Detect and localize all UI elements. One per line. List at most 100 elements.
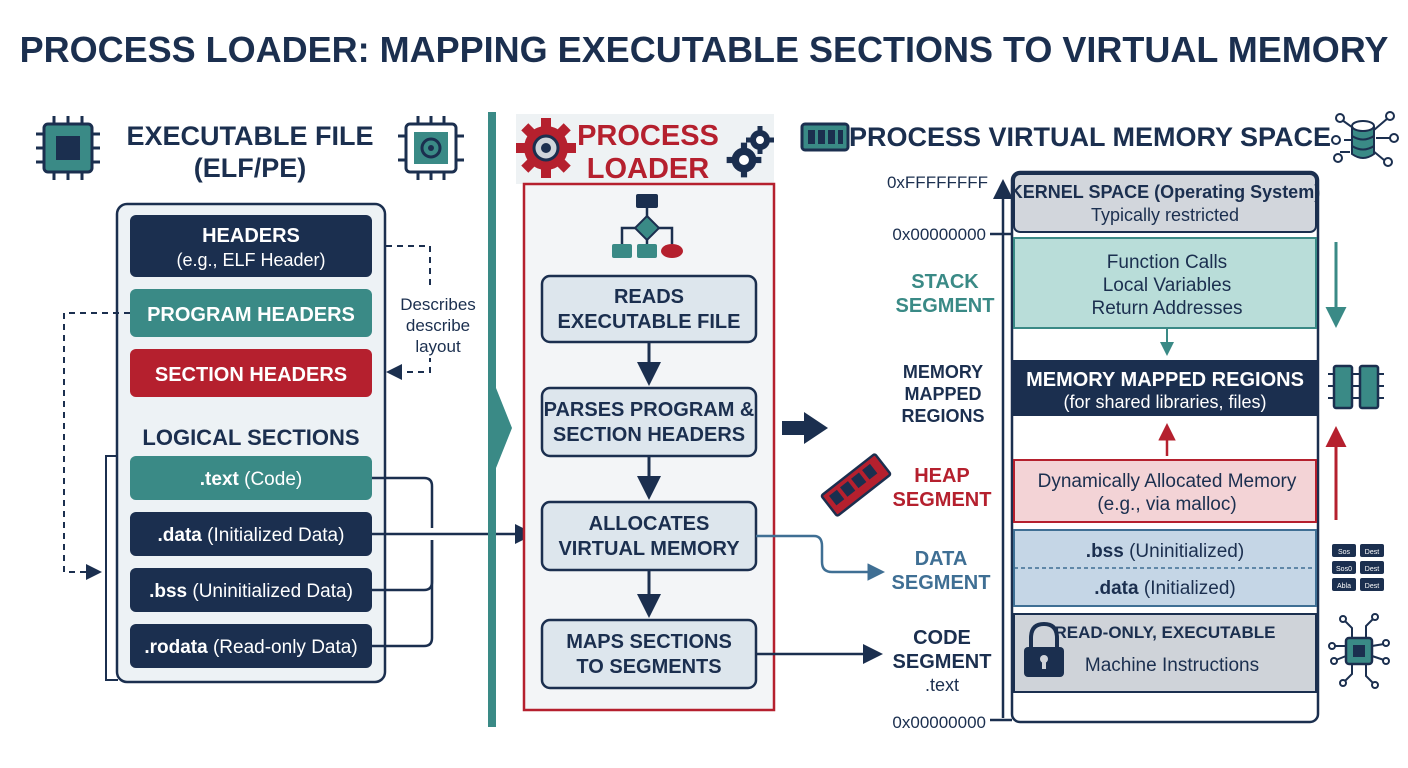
mini-label-3b: Dest	[1365, 583, 1379, 590]
divider-arrowhead	[496, 388, 512, 468]
sections-to-loader-connectors	[372, 476, 535, 648]
section-bss-desc: (Uninitialized Data)	[187, 581, 353, 602]
step-allocates-line1: ALLOCATES	[589, 513, 710, 535]
kernel-space-title: KERNEL SPACE (Operating System)	[1010, 182, 1320, 202]
loader-title-line1: PROCESS	[577, 120, 719, 152]
section-rodata-label: .rodata (Read-only Data)	[144, 637, 357, 658]
section-headers-box	[130, 349, 372, 397]
section-data-name: .data	[158, 525, 203, 546]
address-top: 0xFFFFFFFF	[887, 173, 988, 192]
stack-label-line1: STACK	[911, 271, 979, 293]
describes-connector	[386, 245, 431, 380]
code-segment-subtitle: Machine Instructions	[1085, 655, 1259, 676]
section-rodata-name: .rodata	[144, 637, 208, 658]
loader-to-memory-arrow	[782, 412, 828, 444]
section-text-desc: (Code)	[239, 469, 302, 490]
stack-label-line2: SEGMENT	[896, 295, 995, 317]
right-title: PROCESS VIRTUAL MEMORY SPACE	[849, 122, 1331, 152]
section-rodata-desc: (Read-only Data)	[208, 637, 358, 658]
section-box-text	[130, 456, 372, 500]
mini-label-1a: Sos	[1338, 549, 1351, 556]
code-segment-title: READ-ONLY, EXECUTABLE	[1054, 623, 1275, 642]
left-title-line2: (ELF/PE)	[194, 153, 307, 183]
flowchart-icon	[612, 194, 683, 258]
step-allocates-line2: VIRTUAL MEMORY	[558, 538, 740, 560]
code-label-line3: .text	[925, 675, 959, 695]
bss-name: .bss	[1086, 541, 1124, 562]
section-text-name: .text	[200, 469, 240, 490]
column-divider	[488, 112, 496, 727]
mmap-label-line1: MEMORY	[903, 362, 983, 382]
code-label-line1: CODE	[913, 627, 971, 649]
section-data-desc: (Initialized Data)	[202, 525, 345, 546]
stack-region	[1013, 237, 1317, 329]
binary-data-icon: Sos Dest Sos0 Dest Abla Dest	[1332, 544, 1384, 591]
code-segment-region	[1013, 613, 1317, 693]
program-headers-label: PROGRAM HEADERS	[147, 304, 355, 326]
section-box-bss	[130, 568, 372, 612]
ram-stick-icon	[820, 453, 892, 517]
step-maps-line2: TO SEGMENTS	[576, 656, 721, 678]
gear-chip-icon	[398, 116, 464, 180]
kernel-space-subtitle: Typically restricted	[1091, 205, 1239, 225]
heap-label-line2: SEGMENT	[893, 489, 992, 511]
page-title: PROCESS LOADER: MAPPING EXECUTABLE SECTI…	[20, 29, 1389, 70]
section-bss-name: .bss	[149, 581, 187, 602]
logical-sections-heading: LOGICAL SECTIONS	[142, 425, 359, 450]
gears-icon	[516, 118, 774, 178]
step-parses-line2: SECTION HEADERS	[553, 424, 745, 446]
memory-mapped-title: MEMORY MAPPED REGIONS	[1026, 369, 1304, 391]
memory-module-icon	[800, 122, 850, 152]
address-bottom: 0x00000000	[892, 713, 986, 732]
heap-line2: (e.g., via malloc)	[1097, 494, 1236, 515]
section-text-label: .text (Code)	[200, 469, 302, 490]
step-reads-line2: EXECUTABLE FILE	[558, 311, 741, 333]
left-title-line1: EXECUTABLE FILE	[126, 121, 373, 151]
stack-line2: Local Variables	[1103, 275, 1232, 296]
allocate-to-data-connector	[756, 534, 885, 581]
section-data-label: .data (Initialized Data)	[158, 525, 345, 546]
heap-region	[1013, 459, 1317, 523]
logical-sections-bracket	[105, 455, 118, 681]
loader-title-line2: LOADER	[587, 153, 710, 185]
data-label-line2: SEGMENT	[892, 572, 991, 594]
describes-line2: describe	[406, 316, 470, 335]
mini-label-2a: Sos0	[1336, 566, 1352, 573]
address-kernel-bottom: 0x00000000	[892, 225, 986, 244]
program-headers-box	[130, 289, 372, 337]
data-desc: (Initialized)	[1139, 578, 1236, 599]
describes-label-bg	[392, 290, 484, 358]
memory-mapped-region	[1012, 360, 1318, 416]
program-headers-connector	[63, 312, 130, 580]
step-reads-line1: READS	[614, 286, 684, 308]
mmap-label-line3: REGIONS	[901, 406, 984, 426]
heap-line1: Dynamically Allocated Memory	[1038, 471, 1297, 492]
bss-label: .bss (Uninitialized)	[1086, 541, 1244, 562]
database-network-icon	[1331, 111, 1399, 167]
mini-label-3a: Abla	[1337, 583, 1351, 590]
code-label-line2: SEGMENT	[893, 651, 992, 673]
cpu-chip-icon	[36, 116, 100, 180]
section-bss-label: .bss (Uninitialized Data)	[149, 581, 353, 602]
headers-subtitle: (e.g., ELF Header)	[176, 250, 325, 270]
data-label-line1: DATA	[915, 548, 968, 570]
ram-chips-icon	[1328, 364, 1384, 410]
mini-label-1b: Dest	[1365, 549, 1379, 556]
data-name: .data	[1094, 578, 1139, 599]
kernel-space-region	[1013, 173, 1317, 233]
describes-line1: Describes	[400, 295, 476, 314]
mini-label-2b: Dest	[1365, 566, 1379, 573]
stack-line1: Function Calls	[1107, 252, 1227, 273]
headers-box	[130, 215, 372, 277]
stack-line3: Return Addresses	[1091, 298, 1242, 319]
bss-desc: (Uninitialized)	[1124, 541, 1244, 562]
mmap-label-line2: MAPPED	[904, 384, 981, 404]
data-label: .data (Initialized)	[1094, 578, 1236, 599]
headers-title: HEADERS	[202, 225, 300, 247]
section-box-rodata	[130, 624, 372, 668]
describes-line3: layout	[415, 337, 461, 356]
section-headers-label: SECTION HEADERS	[155, 364, 347, 386]
step-parses-line1: PARSES PROGRAM &	[544, 399, 755, 421]
